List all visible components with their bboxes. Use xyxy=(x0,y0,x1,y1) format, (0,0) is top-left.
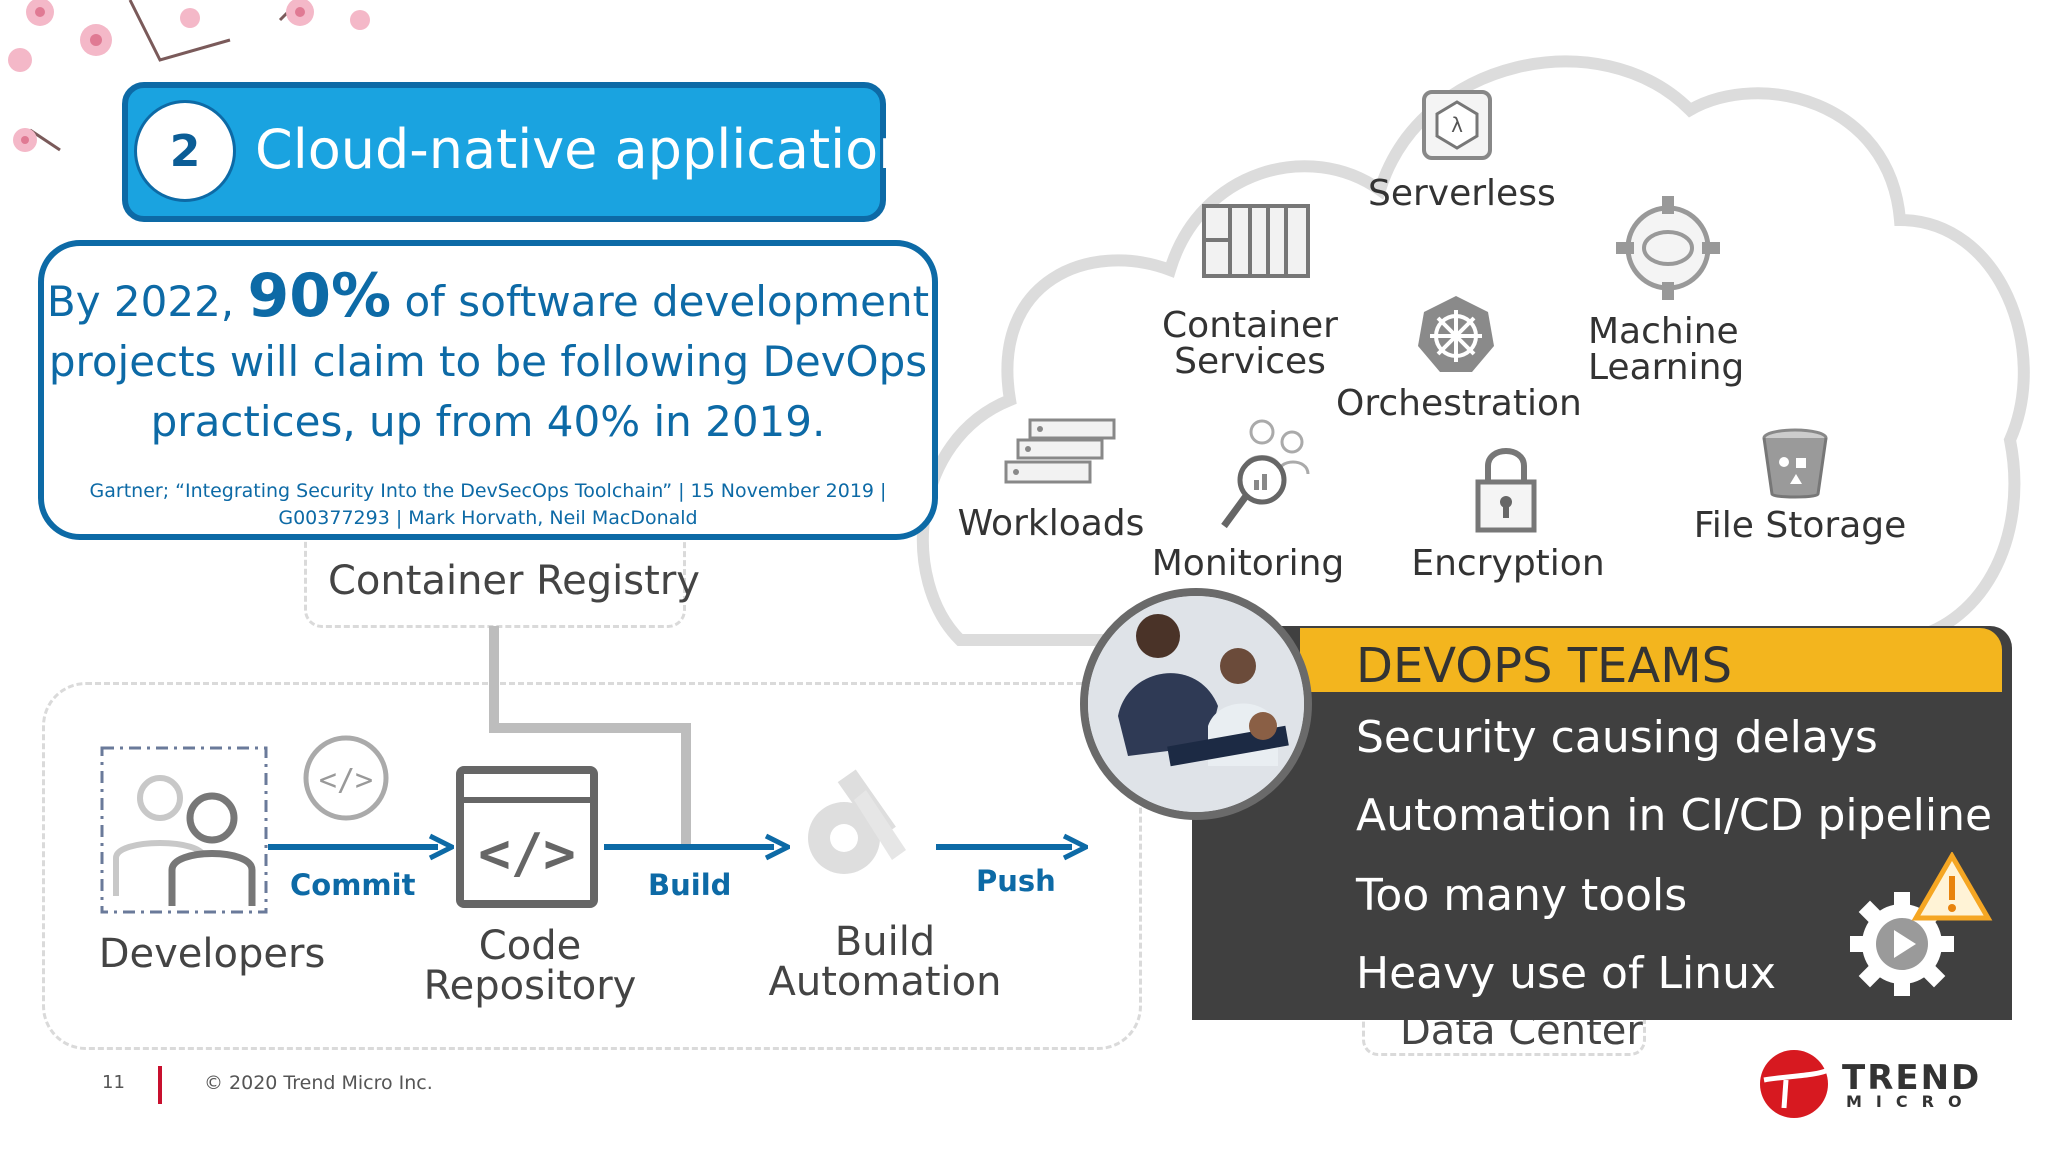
machine-learning-icon xyxy=(1616,196,1720,300)
code-repository-label-line2: Repository xyxy=(423,963,637,1009)
push-arrow xyxy=(936,833,1088,861)
orchestration-label: Orchestration xyxy=(1336,383,1582,424)
slide-title: Cloud-native applications xyxy=(255,118,941,181)
copyright-text: © 2020 Trend Micro Inc. xyxy=(204,1072,433,1094)
workloads-icon xyxy=(1004,418,1116,484)
push-label: Push xyxy=(976,864,1056,898)
quote-source: Gartner; “Integrating Security Into the … xyxy=(44,478,932,532)
machine-learning-label: Machine Learning xyxy=(1570,314,1768,386)
quote-line3: practices, up from 40% in 2019. xyxy=(150,397,826,446)
trend-micro-logo-icon xyxy=(1760,1050,1830,1118)
team-photo xyxy=(1080,588,1312,820)
pipeline-container xyxy=(42,682,1142,1050)
code-repository-label-line1: Code xyxy=(478,923,582,969)
container-services-label-line1: Container xyxy=(1162,305,1338,346)
page-number: 11 xyxy=(102,1072,125,1093)
quote-source-line1: Gartner; “Integrating Security Into the … xyxy=(89,480,887,502)
quote-highlight: 90% xyxy=(247,261,392,331)
orchestration-icon xyxy=(1418,296,1494,372)
workloads-label: Workloads xyxy=(957,503,1145,544)
code-repository-label: Code Repository xyxy=(410,926,650,1006)
developers-label: Developers xyxy=(98,931,326,977)
commit-label: Commit xyxy=(290,868,416,902)
quote-source-line2: G00377293 | Mark Horvath, Neil MacDonald xyxy=(278,507,698,529)
build-automation-label-line1: Build xyxy=(834,919,936,965)
svg-text:</>: </> xyxy=(319,763,373,798)
quote-line2: projects will claim to be following DevO… xyxy=(48,337,928,386)
container-registry-label: Container Registry xyxy=(328,558,700,604)
build-label: Build xyxy=(648,868,732,902)
build-automation-label: Build Automation xyxy=(760,922,1010,1002)
monitoring-label: Monitoring xyxy=(1151,543,1345,584)
container-services-label-line2: Services xyxy=(1174,341,1326,382)
svg-text:</>: </> xyxy=(478,822,576,885)
devops-item: Heavy use of Linux xyxy=(1356,948,1776,999)
build-arrow xyxy=(604,833,790,861)
devops-teams-title: DEVOPS TEAMS xyxy=(1356,638,1733,694)
file-storage-icon xyxy=(1762,428,1828,499)
container-services-icon xyxy=(1202,204,1310,278)
logo-word-trend: TREND xyxy=(1842,1058,1982,1098)
code-repository-icon: </> xyxy=(456,766,598,908)
build-automation-icon xyxy=(808,769,906,874)
quote-text: By 2022, 90% of software development pro… xyxy=(44,266,932,452)
section-number-badge: 2 xyxy=(134,100,236,202)
build-automation-label-line2: Automation xyxy=(768,959,1002,1005)
devops-item: Automation in CI/CD pipeline xyxy=(1356,790,1993,841)
warning-gear-icon xyxy=(1850,852,1993,996)
cherry-blossom-decoration xyxy=(8,0,370,152)
serverless-icon: λ xyxy=(1422,90,1492,160)
container-services-label: Container Services xyxy=(1160,308,1340,380)
devops-item: Too many tools xyxy=(1356,870,1688,921)
quote-line1-rest: of software development xyxy=(391,277,930,326)
code-bubble-icon: </> xyxy=(303,735,389,821)
devops-item: Security causing delays xyxy=(1356,712,1878,763)
gartner-quote-box: By 2022, 90% of software development pro… xyxy=(38,240,938,540)
title-banner xyxy=(122,82,886,222)
monitoring-icon xyxy=(1221,419,1310,529)
devops-teams-header xyxy=(1300,628,2002,692)
machine-learning-label-line1: Machine xyxy=(1588,311,1739,352)
registry-connector xyxy=(489,626,691,848)
encryption-label: Encryption xyxy=(1411,543,1605,584)
serverless-label: Serverless xyxy=(1368,173,1556,214)
file-storage-label: File Storage xyxy=(1693,505,1907,546)
svg-text:λ: λ xyxy=(1451,113,1463,137)
footer-divider xyxy=(158,1066,162,1104)
developers-icon xyxy=(100,746,268,914)
quote-prefix: By 2022, xyxy=(46,277,248,326)
encryption-lock-icon xyxy=(1475,448,1537,533)
logo-word-micro: MICRO xyxy=(1846,1092,1976,1111)
commit-arrow xyxy=(268,833,454,861)
machine-learning-label-line2: Learning xyxy=(1588,347,1745,388)
